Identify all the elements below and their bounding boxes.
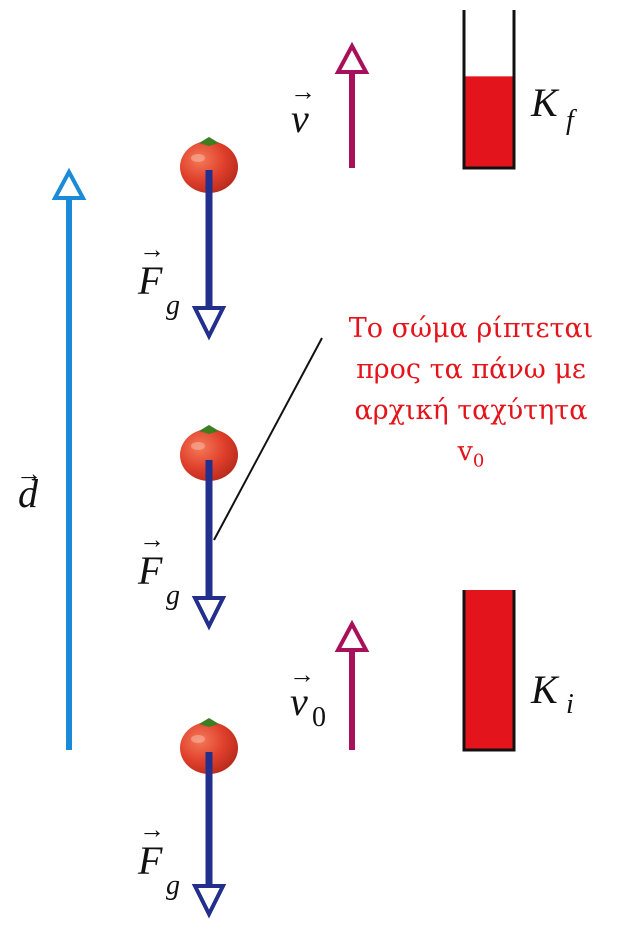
tomato-bottom — [180, 718, 238, 774]
velocity-label-final: → v — [290, 77, 316, 141]
velocity-arrow-initial — [334, 619, 370, 750]
svg-text:F: F — [137, 838, 163, 883]
velocity-arrow-final — [334, 41, 370, 168]
svg-text:K: K — [530, 80, 560, 125]
svg-text:g: g — [166, 580, 180, 611]
kinetic-energy-label-initial: K i — [530, 667, 574, 720]
svg-text:g: g — [166, 870, 180, 901]
annotation-line-4: v0 — [457, 436, 485, 472]
annotation-line-3: αρχική ταχύτητα — [354, 395, 588, 426]
gravity-label-bottom: → F g — [137, 815, 180, 901]
vector-arrow-icon: → — [139, 525, 165, 554]
gravity-arrow-bottom — [191, 752, 227, 919]
svg-text:K: K — [530, 667, 560, 712]
gravity-arrow-middle — [191, 460, 227, 631]
gravity-label-top: → F g — [137, 235, 180, 321]
vector-arrow-icon: → — [16, 459, 42, 488]
velocity-label-initial: → v 0 — [289, 660, 326, 733]
tomato-top — [180, 137, 238, 193]
vector-arrow-icon: → — [139, 235, 165, 264]
svg-text:d: d — [18, 471, 39, 516]
svg-text:v: v — [290, 679, 308, 724]
gravity-label-middle: → F g — [137, 525, 180, 611]
svg-text:v: v — [291, 96, 309, 141]
annotation-text: Το σώμα ρίπτεται προς τα πάνω με αρχική … — [318, 308, 624, 481]
tomato-middle — [180, 425, 238, 481]
svg-text:g: g — [166, 290, 180, 321]
kinetic-energy-bar-initial — [462, 590, 516, 752]
svg-text:f: f — [566, 105, 577, 136]
svg-text:F: F — [137, 548, 163, 593]
svg-text:0: 0 — [312, 702, 326, 733]
annotation-line-1: Το σώμα ρίπτεται — [348, 313, 594, 344]
svg-text:i: i — [566, 689, 574, 720]
callout-line — [213, 337, 323, 541]
kinetic-energy-label-final: K f — [530, 80, 577, 136]
vector-arrow-icon: → — [289, 660, 315, 689]
gravity-arrow-top — [191, 170, 227, 341]
kinetic-energy-bar-final — [462, 10, 516, 170]
vector-arrow-icon: → — [139, 815, 165, 844]
displacement-label: d → — [16, 459, 42, 516]
annotation-line-2: προς τα πάνω με — [356, 354, 586, 385]
displacement-arrow — [51, 167, 87, 750]
vector-arrow-icon: → — [290, 77, 316, 106]
svg-text:F: F — [137, 258, 163, 303]
